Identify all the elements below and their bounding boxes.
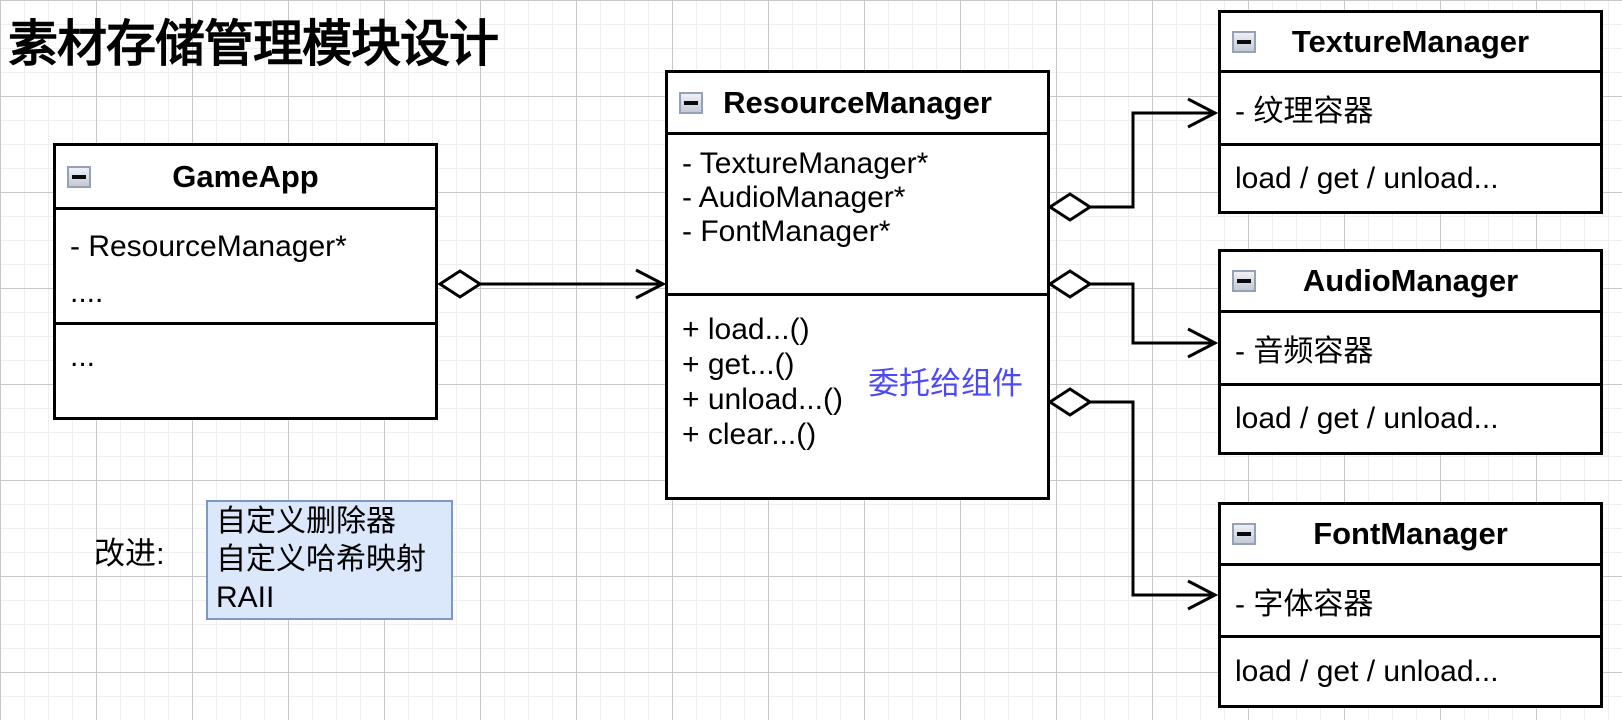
class-name: FontManager xyxy=(1313,516,1508,551)
class-box-audiomanager[interactable]: AudioManager - 音频容器 load / get / unload.… xyxy=(1218,249,1603,455)
edge-gameapp-resourcemanager[interactable] xyxy=(437,268,667,300)
note-line: RAII xyxy=(216,581,275,614)
class-name: AudioManager xyxy=(1302,263,1519,298)
delegate-annotation[interactable]: 委托给组件 xyxy=(868,366,1023,401)
attribute-line: - AudioManager* xyxy=(682,181,906,214)
attribute-line: - TextureManager* xyxy=(682,147,929,180)
class-name: ResourceManager xyxy=(723,84,992,120)
note-line: 自定义哈希映射 xyxy=(216,543,426,576)
attribute-line: - 纹理容器 xyxy=(1235,95,1374,128)
method-line: load / get / unload... xyxy=(1235,654,1499,688)
method-line: load / get / unload... xyxy=(1235,161,1499,195)
open-arrowhead-icon xyxy=(1187,327,1219,359)
open-arrowhead-icon xyxy=(635,268,667,300)
open-arrowhead-icon xyxy=(1187,579,1219,611)
method-line: ... xyxy=(70,340,96,373)
attribute-line: .... xyxy=(70,276,104,309)
edge-resourcemanager-fontmanager[interactable] xyxy=(1047,387,1219,611)
attribute-line: - ResourceManager* xyxy=(70,230,347,263)
note-line: 自定义删除器 xyxy=(216,505,396,538)
method-line: load / get / unload... xyxy=(1235,402,1499,435)
class-box-fontmanager[interactable]: FontManager - 字体容器 load / get / unload..… xyxy=(1218,502,1603,708)
collapse-minus-icon[interactable] xyxy=(67,165,91,188)
collapse-minus-icon[interactable] xyxy=(679,91,703,114)
edge-resourcemanager-audiomanager[interactable] xyxy=(1047,269,1219,359)
method-line: + get...() xyxy=(682,348,795,381)
method-line: + load...() xyxy=(682,313,810,346)
attribute-line: - 音频容器 xyxy=(1235,335,1374,368)
method-line: + unload...() xyxy=(682,383,843,416)
class-name: GameApp xyxy=(172,158,319,194)
attribute-line: - 字体容器 xyxy=(1235,587,1374,621)
attribute-line: - FontManager* xyxy=(682,215,891,248)
collapse-minus-icon[interactable] xyxy=(1232,30,1256,53)
collapse-minus-icon[interactable] xyxy=(1232,523,1256,545)
method-line: + clear...() xyxy=(682,418,817,451)
class-box-gameapp[interactable]: GameApp - ResourceManager* .... ... xyxy=(53,143,438,420)
class-box-texturemanager[interactable]: TextureManager - 纹理容器 load / get / unloa… xyxy=(1218,10,1603,214)
collapse-minus-icon[interactable] xyxy=(1232,270,1256,292)
edge-resourcemanager-texturemanager[interactable] xyxy=(1047,97,1219,222)
class-box-resourcemanager[interactable]: ResourceManager - TextureManager* - Audi… xyxy=(665,70,1050,500)
improvement-note-box[interactable]: 自定义删除器 自定义哈希映射 RAII xyxy=(206,500,453,620)
page-title[interactable]: 素材存储管理模块设计 xyxy=(8,16,499,72)
note-label: 改进: xyxy=(94,536,165,571)
open-arrowhead-icon xyxy=(1187,97,1219,129)
class-name: TextureManager xyxy=(1291,23,1530,59)
